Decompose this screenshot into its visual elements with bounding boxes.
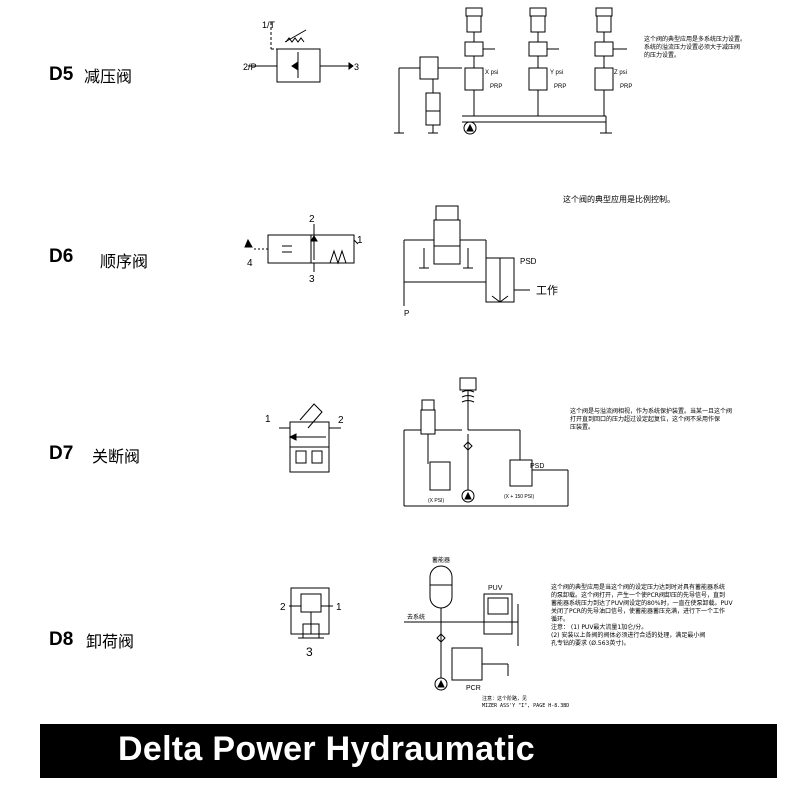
d5-label-z: Z psi: [614, 70, 627, 76]
d8-symbol: 2 1 3: [280, 587, 342, 659]
d8-circuit: 蓄能器 去系统 PUV PCR: [404, 556, 519, 692]
d5-circuit: X psi Y psi Z psi PRP PRP PRP: [394, 7, 632, 135]
d8-to-system-label: 去系统: [407, 613, 425, 621]
d7-psd-label: PSD: [530, 463, 544, 470]
d6-port-4: 4: [247, 258, 253, 269]
d8-port-2: 2: [280, 602, 286, 613]
d8-note: 这个阀的典型应用是当这个阀的设定压力达到时对具有蓄能器系统的泵卸载。这个阀打开，…: [551, 584, 733, 647]
d5-label-prp-1: PRP: [490, 84, 502, 90]
d8-port-3: 3: [306, 645, 313, 659]
d7-note: 这个阀是与溢流阀相视，作为系统保护装置。当某一且这个阀打开直到回口的压力超过设定…: [570, 408, 733, 431]
row-name-d5: 减压阀: [84, 67, 133, 86]
row-code-d5: D5: [49, 64, 74, 85]
d7-label-a: (X PSI): [428, 498, 444, 504]
d6-psd-label: PSD: [520, 257, 537, 266]
row-code-d6: D6: [49, 246, 74, 267]
d7-port-1: 1: [265, 414, 271, 425]
d7-circuit: PSD (X PSI) (X + 150 PSI): [403, 377, 569, 507]
d6-circuit: PSD 工作 P: [403, 205, 558, 318]
d6-port-2: 2: [309, 214, 315, 225]
d5-port-1t: 1/T: [262, 20, 276, 30]
d5-label-x: X psi: [485, 70, 498, 76]
row-code-d8: D8: [49, 629, 74, 650]
d6-work-label: 工作: [536, 284, 558, 297]
row-name-d8: 卸荷阀: [86, 632, 135, 651]
d5-label-y: Y psi: [550, 70, 563, 76]
d6-p-label: P: [404, 309, 409, 318]
d6-port-1: 1: [357, 235, 363, 246]
row-name-d6: 顺序阀: [100, 252, 149, 271]
d5-note: 这个阀的典型应用是多系统压力设置。系统的溢流压力设置必须大于减压阀的压力设置。: [644, 36, 747, 59]
d5-symbol: 1/T 2/P 3: [243, 20, 359, 83]
brand-name: Delta Power Hydraumatic: [118, 730, 535, 768]
d5-port-3: 3: [354, 62, 359, 72]
row-name-d7: 关断阀: [92, 447, 141, 466]
d8-puv-label: PUV: [488, 585, 503, 592]
d8-port-1: 1: [336, 602, 342, 613]
d5-label-prp-2: PRP: [554, 84, 566, 90]
d8-pcr-label: PCR: [466, 685, 481, 692]
d7-label-b: (X + 150 PSI): [504, 494, 534, 500]
d6-port-3: 3: [309, 274, 315, 285]
d6-note: 这个阀的典型应用是比例控制。: [563, 195, 675, 204]
row-code-d7: D7: [49, 443, 74, 464]
d5-label-prp-3: PRP: [620, 84, 632, 90]
d5-port-2p: 2/P: [243, 62, 257, 72]
d7-port-2: 2: [338, 415, 344, 426]
d8-accumulator-label: 蓄能器: [432, 556, 450, 564]
d6-symbol: 2 4 3 1: [244, 214, 363, 285]
d7-symbol: 1 2: [265, 403, 344, 473]
footer-bar: [40, 724, 777, 778]
